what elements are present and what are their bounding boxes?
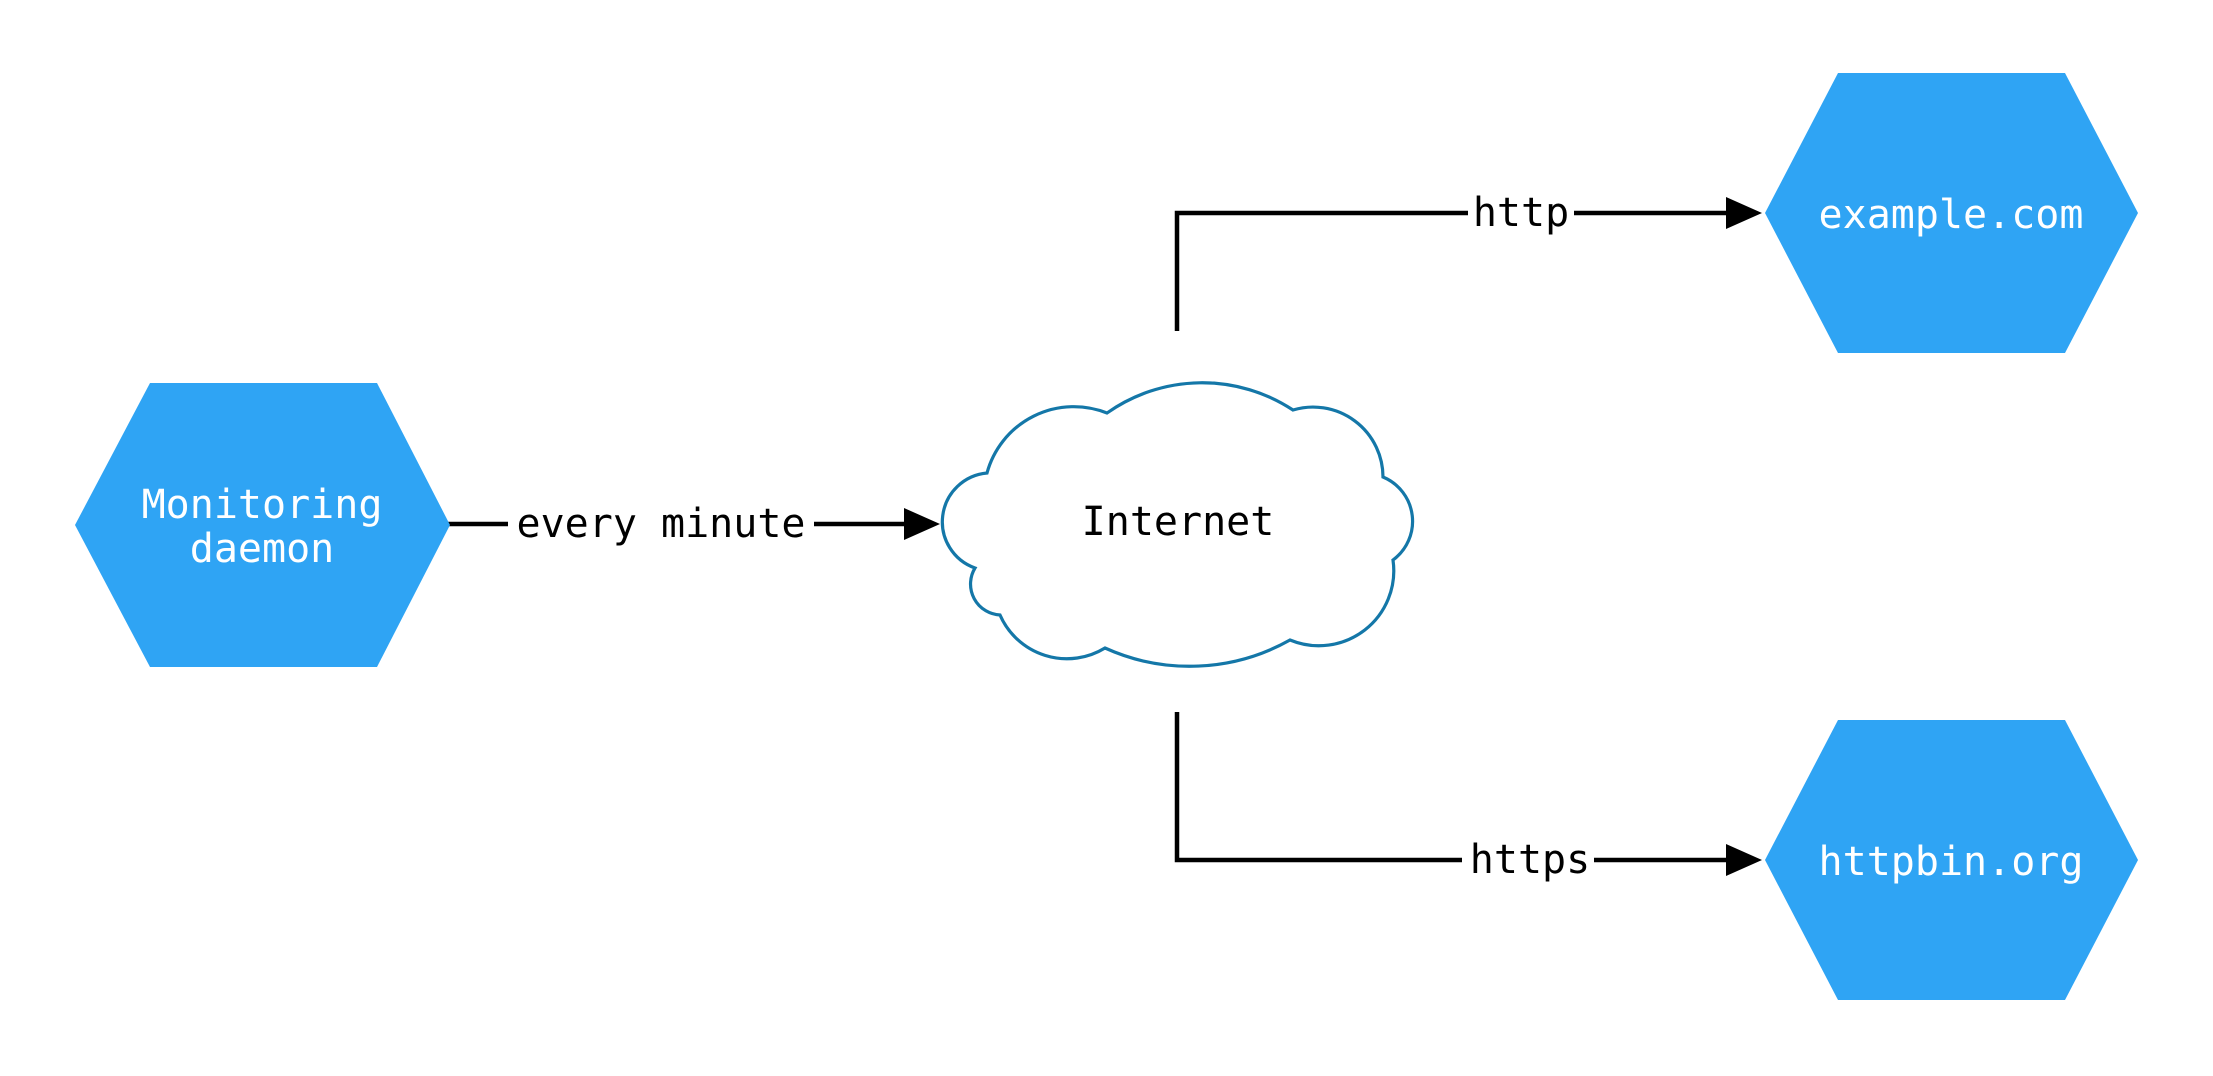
cloud-internet-icon — [940, 381, 1415, 668]
edge-http: http — [1174, 186, 1762, 331]
edge-https: https — [1174, 712, 1762, 887]
edge-label-https: https — [1470, 837, 1590, 883]
edge-line-https — [1174, 712, 1727, 863]
edge-label-http: http — [1473, 190, 1569, 236]
node-label-httpbin-org: httpbin.org — [1819, 839, 2084, 885]
node-label-monitoring-daemon-line1: Monitoring — [142, 482, 383, 528]
node-monitoring-daemon: Monitoring daemon — [75, 383, 450, 667]
node-example-com: example.com — [1765, 73, 2138, 353]
node-label-internet: Internet — [1082, 499, 1275, 545]
node-httpbin-org: httpbin.org — [1765, 720, 2138, 1000]
node-label-monitoring-daemon-line2: daemon — [190, 526, 335, 572]
edge-line-http — [1174, 210, 1727, 331]
edge-every-minute: every minute — [448, 496, 940, 550]
arrowhead-every-minute-icon — [904, 508, 940, 540]
hexagon-httpbin-org — [1765, 720, 2138, 1000]
hexagon-monitoring-daemon — [75, 383, 450, 667]
node-label-example-com: example.com — [1819, 192, 2084, 238]
arrowhead-http-icon — [1726, 197, 1762, 229]
edge-label-bg-http — [1468, 186, 1574, 240]
arrowhead-https-icon — [1726, 844, 1762, 876]
hexagon-example-com — [1765, 73, 2138, 353]
edge-label-every-minute: every minute — [517, 501, 806, 547]
edge-label-bg-every-minute — [508, 496, 814, 550]
node-internet: Internet — [940, 381, 1415, 668]
edge-label-bg-https — [1462, 833, 1594, 887]
